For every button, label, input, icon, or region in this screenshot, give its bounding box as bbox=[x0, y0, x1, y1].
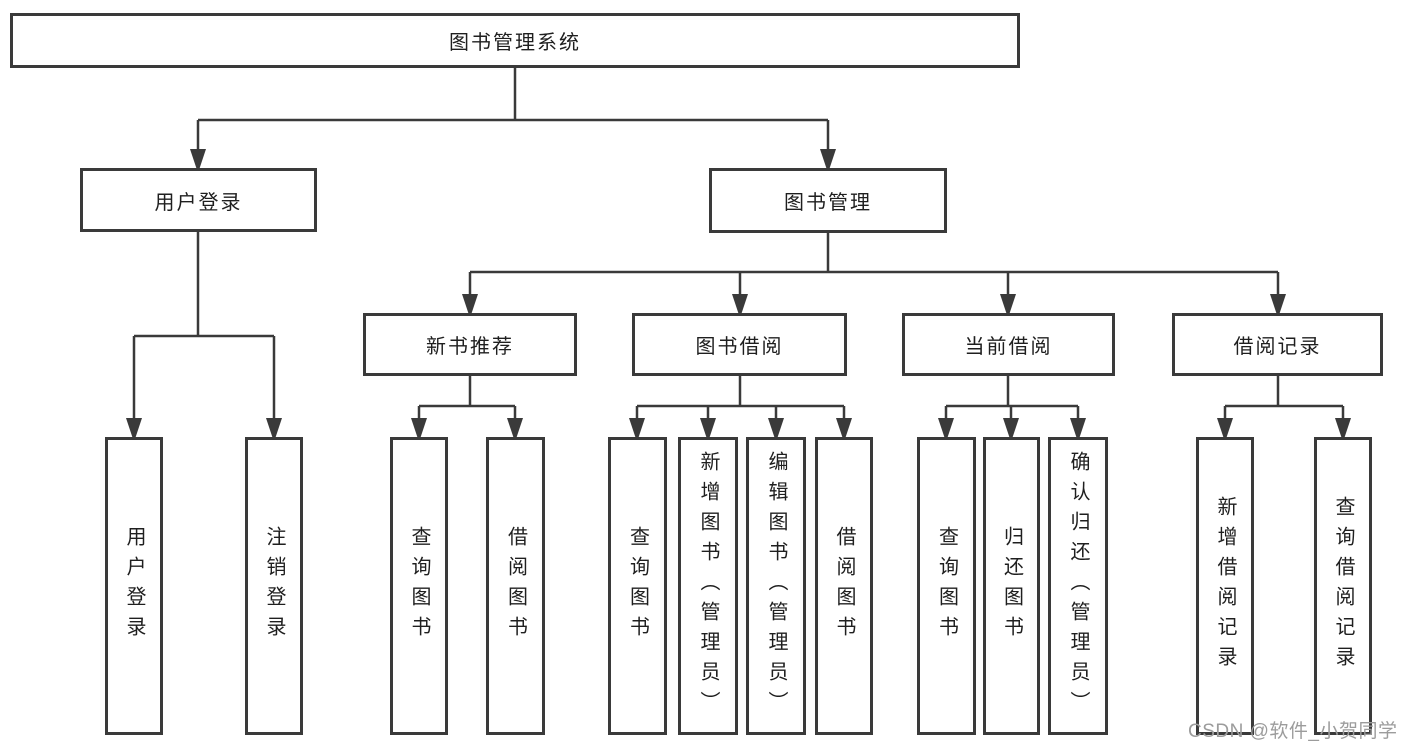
arrowhead bbox=[732, 294, 748, 318]
arrowhead bbox=[700, 418, 716, 442]
node-label: 图书管理 bbox=[784, 192, 872, 214]
leaf-current-confirm-return-admin: 确认归还（管理员） bbox=[1048, 437, 1108, 735]
node-borrow-records: 借阅记录 bbox=[1172, 313, 1383, 376]
arrowhead bbox=[126, 418, 142, 442]
node-root: 图书管理系统 bbox=[10, 13, 1020, 68]
leaf-records-add: 新增借阅记录 bbox=[1196, 437, 1254, 735]
node-label: 新增图书（管理员） bbox=[697, 451, 719, 721]
connector-book-management bbox=[468, 233, 1280, 297]
arrowhead bbox=[938, 418, 954, 442]
node-label: 用户登录 bbox=[123, 526, 145, 646]
leaf-borrow-edit-admin: 编辑图书（管理员） bbox=[746, 437, 806, 735]
node-label: 图书管理系统 bbox=[449, 32, 581, 54]
node-label: 当前借阅 bbox=[964, 336, 1053, 358]
connector-user-login bbox=[132, 232, 276, 421]
node-label: 查询借阅记录 bbox=[1332, 496, 1354, 676]
arrowhead bbox=[768, 418, 784, 442]
node-book-borrow: 图书借阅 bbox=[632, 313, 847, 376]
leaf-current-query: 查询图书 bbox=[917, 437, 976, 735]
connector-root bbox=[196, 68, 830, 152]
node-user-login: 用户登录 bbox=[80, 168, 317, 232]
node-label: 新增借阅记录 bbox=[1214, 496, 1236, 676]
leaf-borrow-query: 查询图书 bbox=[608, 437, 667, 735]
node-label: 查询图书 bbox=[408, 526, 430, 646]
node-label: 确认归还（管理员） bbox=[1067, 451, 1089, 721]
node-label: 借阅图书 bbox=[504, 526, 527, 646]
arrowhead bbox=[820, 149, 836, 173]
node-label: 注销登录 bbox=[263, 526, 285, 646]
leaf-borrow-borrow: 借阅图书 bbox=[815, 437, 873, 735]
connector-current-borrow bbox=[944, 376, 1080, 421]
arrowhead bbox=[836, 418, 852, 442]
arrowhead bbox=[1003, 418, 1019, 442]
node-label: 新书推荐 bbox=[426, 336, 514, 358]
leaf-records-query: 查询借阅记录 bbox=[1314, 437, 1372, 735]
arrowhead bbox=[1217, 418, 1233, 442]
node-label: 图书借阅 bbox=[695, 336, 784, 358]
node-label: 查询图书 bbox=[935, 526, 958, 646]
leaf-borrow-add-admin: 新增图书（管理员） bbox=[678, 437, 738, 735]
arrowhead bbox=[462, 294, 478, 318]
arrowhead bbox=[411, 418, 427, 442]
arrowhead bbox=[266, 418, 282, 442]
leaf-newbook-borrow: 借阅图书 bbox=[486, 437, 545, 735]
arrowhead bbox=[1270, 294, 1286, 318]
node-current-borrow: 当前借阅 bbox=[902, 313, 1115, 376]
node-new-book-recommend: 新书推荐 bbox=[363, 313, 577, 376]
arrowhead bbox=[1335, 418, 1351, 442]
connector-book-borrow bbox=[635, 376, 846, 421]
arrowhead bbox=[1070, 418, 1086, 442]
connector-new-book-rec bbox=[417, 376, 517, 421]
leaf-logout: 注销登录 bbox=[245, 437, 303, 735]
node-label: 用户登录 bbox=[154, 191, 243, 214]
leaf-user-login: 用户登录 bbox=[105, 437, 163, 735]
leaf-current-return: 归还图书 bbox=[983, 437, 1040, 735]
watermark: CSDN @软件_小贺同学 bbox=[1188, 721, 1398, 742]
node-label: 编辑图书（管理员） bbox=[765, 451, 787, 721]
leaf-newbook-query: 查询图书 bbox=[390, 437, 448, 735]
node-label: 借阅记录 bbox=[1233, 336, 1322, 358]
arrowhead bbox=[629, 418, 645, 442]
node-label: 借阅图书 bbox=[833, 526, 855, 646]
arrowhead bbox=[507, 418, 523, 442]
arrowhead bbox=[190, 149, 206, 173]
connector-borrow-records bbox=[1223, 376, 1345, 421]
node-book-management: 图书管理 bbox=[709, 168, 947, 233]
arrowhead bbox=[1000, 294, 1016, 318]
node-label: 查询图书 bbox=[626, 526, 649, 646]
node-label: 归还图书 bbox=[1000, 526, 1023, 646]
